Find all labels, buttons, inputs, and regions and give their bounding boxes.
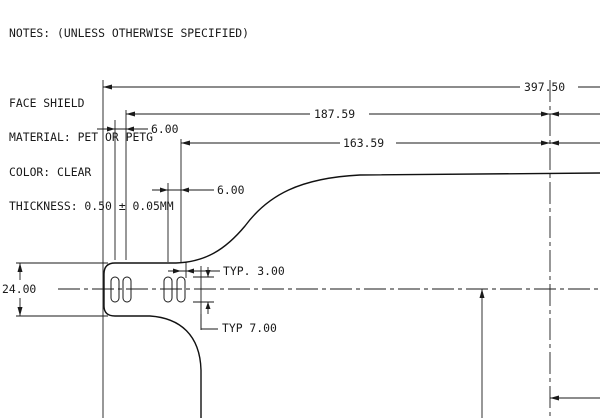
dim-slot-width: TYP. 3.00 [168,264,285,278]
dim-397-label: 397.50 [524,80,565,94]
slot-2 [122,276,132,303]
dim-6-mid-label: 6.00 [217,183,245,197]
bottom-right-dimension [550,395,600,401]
center-leader [479,289,485,418]
note-line-2: MATERIAL: PET OR PETG [9,130,154,144]
dim-slot-length: TYP 7.00 [193,267,277,335]
notes-block: NOTES: (UNLESS OTHERWISE SPECIFIED) FACE… [9,5,249,224]
slot-4 [176,276,186,303]
dim-typ-7-label: TYP 7.00 [222,321,277,335]
note-line-3: COLOR: CLEAR [9,164,92,179]
slots [110,276,186,303]
dim-far-slot: 187.59 [126,107,600,121]
notes-heading: NOTES: (UNLESS OTHERWISE SPECIFIED) [9,26,250,40]
dim-24-label: 24.00 [2,282,36,296]
dim-typ-3-label: TYP. 3.00 [223,264,285,278]
note-line-4: THICKNESS: 0.50 ± 0.05MM [9,199,174,213]
note-line-1: FACE SHIELD [9,95,85,110]
dim-overall-length: 397.50 [103,80,600,94]
dim-187-label: 187.59 [314,107,355,121]
dim-near-slot: 163.59 [181,136,600,150]
dim-163-label: 163.59 [343,136,384,150]
slot-1 [110,276,120,303]
dim-tab-height: 24.00 [2,263,36,316]
slot-3 [163,276,173,303]
dim-slot-offset-top: 6.00 [97,122,179,136]
dim-6-top-label: 6.00 [151,122,179,136]
extension-lines [16,80,202,418]
dim-slot-pair-spacing: 6.00 [152,183,245,197]
part-outline [103,172,600,418]
center-lines [58,80,600,418]
